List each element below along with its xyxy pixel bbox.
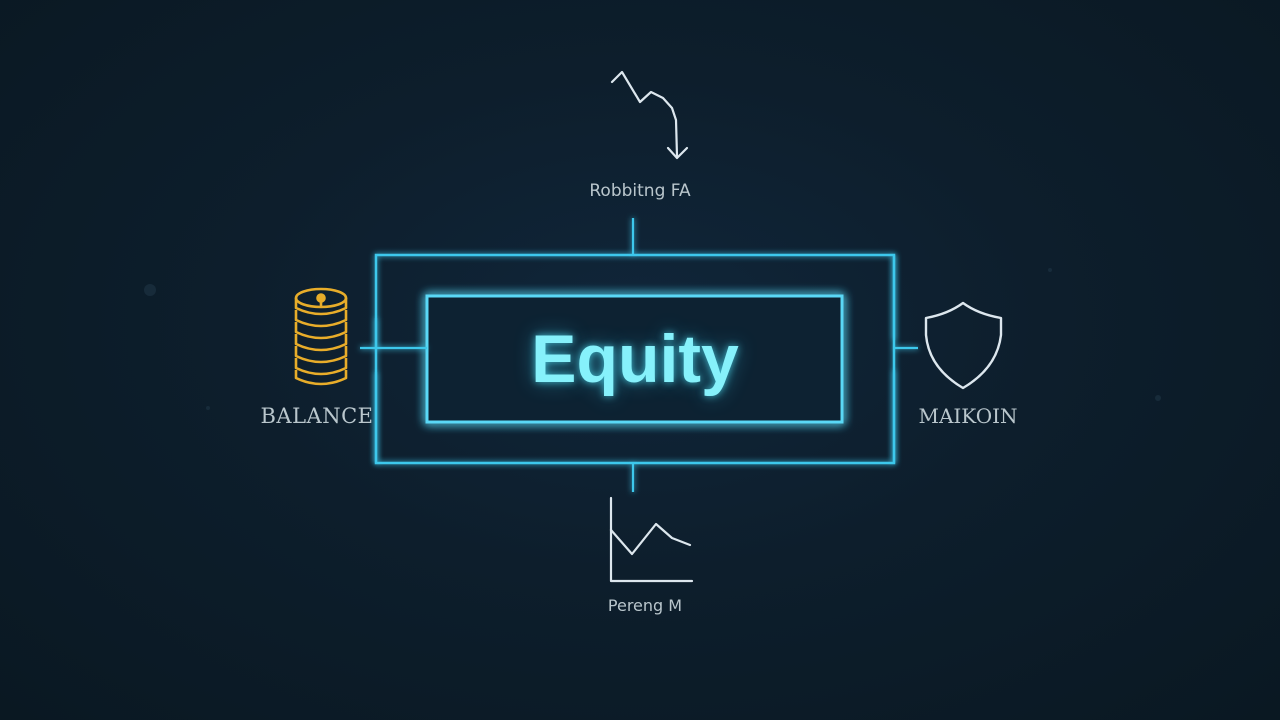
top-node-label: Robbitng FA: [589, 181, 691, 201]
shield-icon: [924, 301, 1003, 390]
outer-frame: [374, 253, 896, 465]
connectors: [360, 218, 918, 492]
inner-frame: [425, 294, 844, 424]
coin-stack-icon: [294, 287, 348, 386]
center-title: Equity: [531, 321, 739, 397]
right-node-label: MAIKOIN: [918, 404, 1018, 428]
left-node-label: BALANCE: [260, 404, 374, 428]
bottom-node-label: Pereng M: [607, 596, 683, 615]
connector-left: [360, 318, 378, 350]
declining-trend-arrow-icon: [610, 70, 689, 160]
background-specks: [144, 268, 1161, 410]
line-chart-icon: [609, 496, 694, 583]
